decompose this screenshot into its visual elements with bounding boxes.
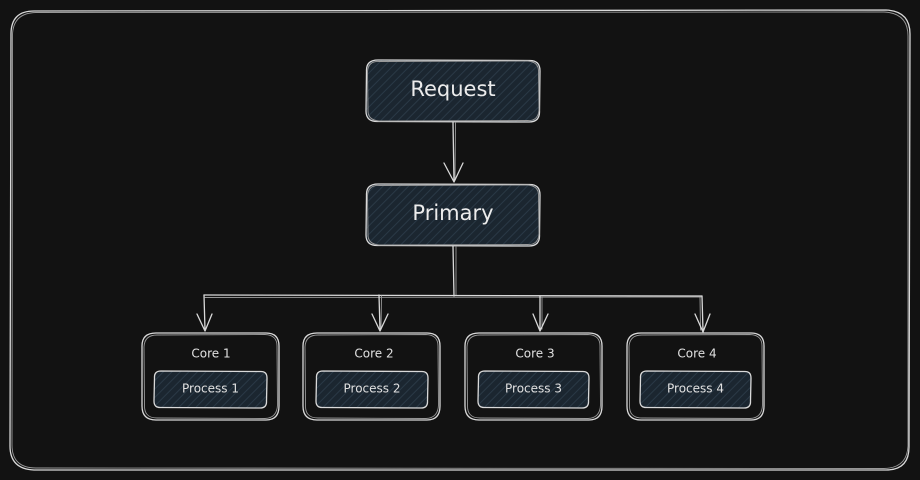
core-1-label: Core 1 — [191, 347, 230, 361]
request-label: Request — [410, 77, 495, 101]
primary-to-cores-connector — [196, 245, 711, 333]
request-to-primary-arrow — [443, 121, 464, 183]
process-box-2: Process 2 — [315, 370, 429, 409]
core-box-3: Core 3 Process 3 — [464, 332, 603, 421]
core-box-2: Core 2 Process 2 — [302, 332, 441, 421]
request-node: Request — [365, 59, 541, 123]
core-box-4: Core 4 Process 4 — [626, 332, 765, 421]
process-3-label: Process 3 — [505, 382, 562, 396]
core-3-label: Core 3 — [515, 347, 554, 361]
process-4-label: Process 4 — [667, 382, 724, 396]
process-box-4: Process 4 — [639, 370, 752, 409]
process-2-label: Process 2 — [344, 382, 401, 396]
core-2-label: Core 2 — [354, 347, 393, 361]
process-box-1: Process 1 — [153, 370, 268, 409]
core-4-label: Core 4 — [677, 347, 716, 361]
primary-node: Primary — [365, 183, 541, 247]
canvas-frame — [9, 9, 911, 471]
core-box-1: Core 1 Process 1 — [141, 332, 280, 421]
process-1-label: Process 1 — [182, 382, 239, 396]
process-box-3: Process 3 — [477, 370, 590, 409]
primary-label: Primary — [412, 201, 493, 225]
